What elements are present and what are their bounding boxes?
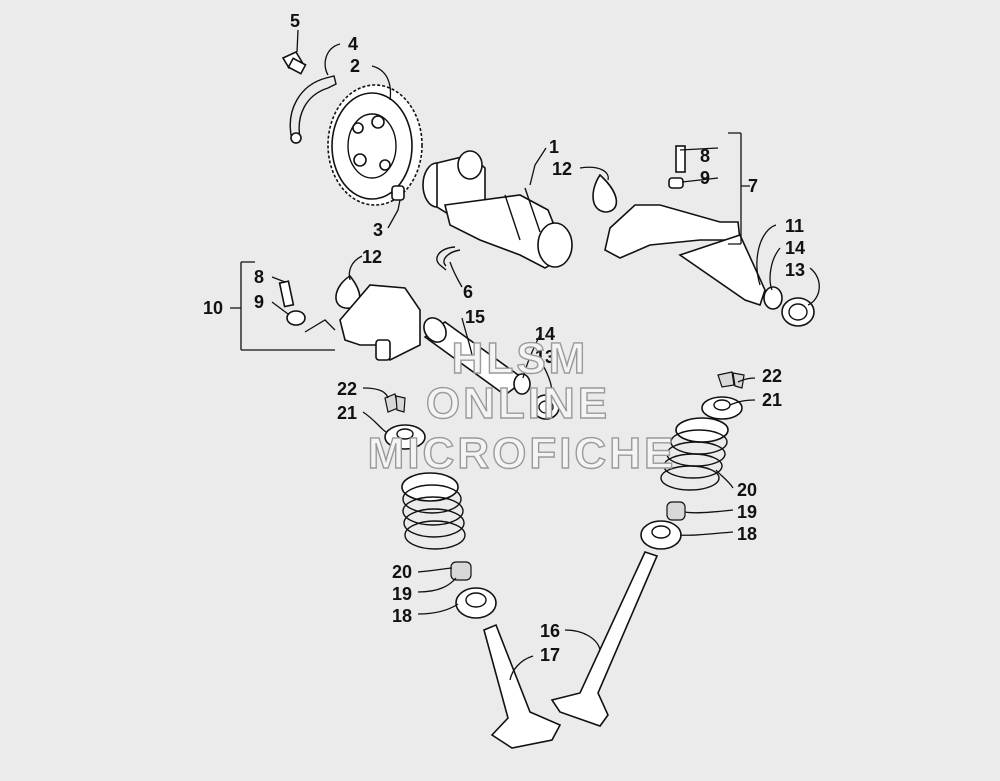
callout-2: 2 bbox=[350, 56, 360, 76]
part-1-camshaft bbox=[422, 150, 573, 269]
callout-13-left: 13 bbox=[535, 347, 555, 367]
callout-4: 4 bbox=[348, 34, 358, 54]
part-22-keepers-left bbox=[384, 393, 406, 413]
part-4-snap-ring bbox=[289, 75, 337, 144]
callout-19-right: 19 bbox=[737, 502, 757, 522]
part-14-washer-right bbox=[763, 286, 783, 310]
callout-18-left: 18 bbox=[392, 606, 412, 626]
part-rocker-arm-right bbox=[604, 145, 766, 307]
callout-14-left: 14 bbox=[535, 324, 555, 344]
callout-6: 6 bbox=[463, 282, 473, 302]
callout-19-left: 19 bbox=[392, 584, 412, 604]
callout-1: 1 bbox=[549, 137, 559, 157]
callout-7: 7 bbox=[748, 176, 758, 196]
callout-22-left: 22 bbox=[337, 379, 357, 399]
watermark-line-1: HLSM bbox=[452, 334, 589, 383]
watermark: HLSM ONLINE MICROFICHE bbox=[367, 333, 677, 478]
part-14-washer-left bbox=[513, 373, 531, 395]
callout-9-left: 9 bbox=[254, 292, 264, 312]
part-12-lock-plate-left bbox=[335, 274, 361, 309]
callout-20-right: 20 bbox=[737, 480, 757, 500]
part-17-valve-left bbox=[483, 623, 562, 749]
part-21-retainer-right bbox=[701, 396, 743, 420]
callout-17: 17 bbox=[540, 645, 560, 665]
callout-15: 15 bbox=[465, 307, 485, 327]
part-12-lock-plate-right bbox=[592, 173, 618, 213]
callout-22-right: 22 bbox=[762, 366, 782, 386]
part-21-retainer-left bbox=[384, 424, 426, 450]
part-20-spring-left bbox=[401, 472, 466, 550]
callout-12-right: 12 bbox=[552, 159, 572, 179]
part-19-seal-left bbox=[450, 561, 472, 581]
callout-14-right: 14 bbox=[785, 238, 805, 258]
callout-16: 16 bbox=[540, 621, 560, 641]
callout-8-right: 8 bbox=[700, 146, 710, 166]
callout-labels: 5 4 2 1 12 8 9 7 3 11 14 13 12 6 8 9 10 … bbox=[203, 11, 805, 665]
part-6-retainer-clip bbox=[436, 246, 461, 271]
callout-11: 11 bbox=[785, 216, 804, 236]
part-18-seat-left bbox=[455, 587, 497, 619]
part-13-plug-right bbox=[781, 297, 815, 327]
callout-5: 5 bbox=[290, 11, 300, 31]
part-16-valve-right bbox=[550, 551, 659, 727]
callout-9-right: 9 bbox=[700, 168, 710, 188]
leader-lines bbox=[230, 29, 820, 681]
callout-21-right: 21 bbox=[762, 390, 782, 410]
callout-12-left: 12 bbox=[362, 247, 382, 267]
part-2-cam-sprocket bbox=[327, 84, 423, 206]
part-18-seat-right bbox=[640, 520, 682, 550]
callout-21-left: 21 bbox=[337, 403, 357, 423]
part-5-bolt bbox=[281, 50, 307, 75]
callout-3: 3 bbox=[373, 220, 383, 240]
callout-18-right: 18 bbox=[737, 524, 757, 544]
callout-13-right: 13 bbox=[785, 260, 805, 280]
callout-20-left: 20 bbox=[392, 562, 412, 582]
part-19-seal-right bbox=[666, 501, 686, 521]
watermark-line-3: MICROFICHE bbox=[368, 429, 677, 478]
part-20-spring-right bbox=[660, 417, 729, 491]
watermark-line-2: ONLINE bbox=[426, 379, 610, 428]
callout-8-left: 8 bbox=[254, 267, 264, 287]
part-3-dowel-pin bbox=[391, 185, 405, 201]
part-13-plug-left bbox=[532, 394, 560, 420]
part-rocker-arm-left bbox=[278, 280, 421, 362]
part-22-keepers-right bbox=[717, 371, 745, 389]
callout-10: 10 bbox=[203, 298, 223, 318]
